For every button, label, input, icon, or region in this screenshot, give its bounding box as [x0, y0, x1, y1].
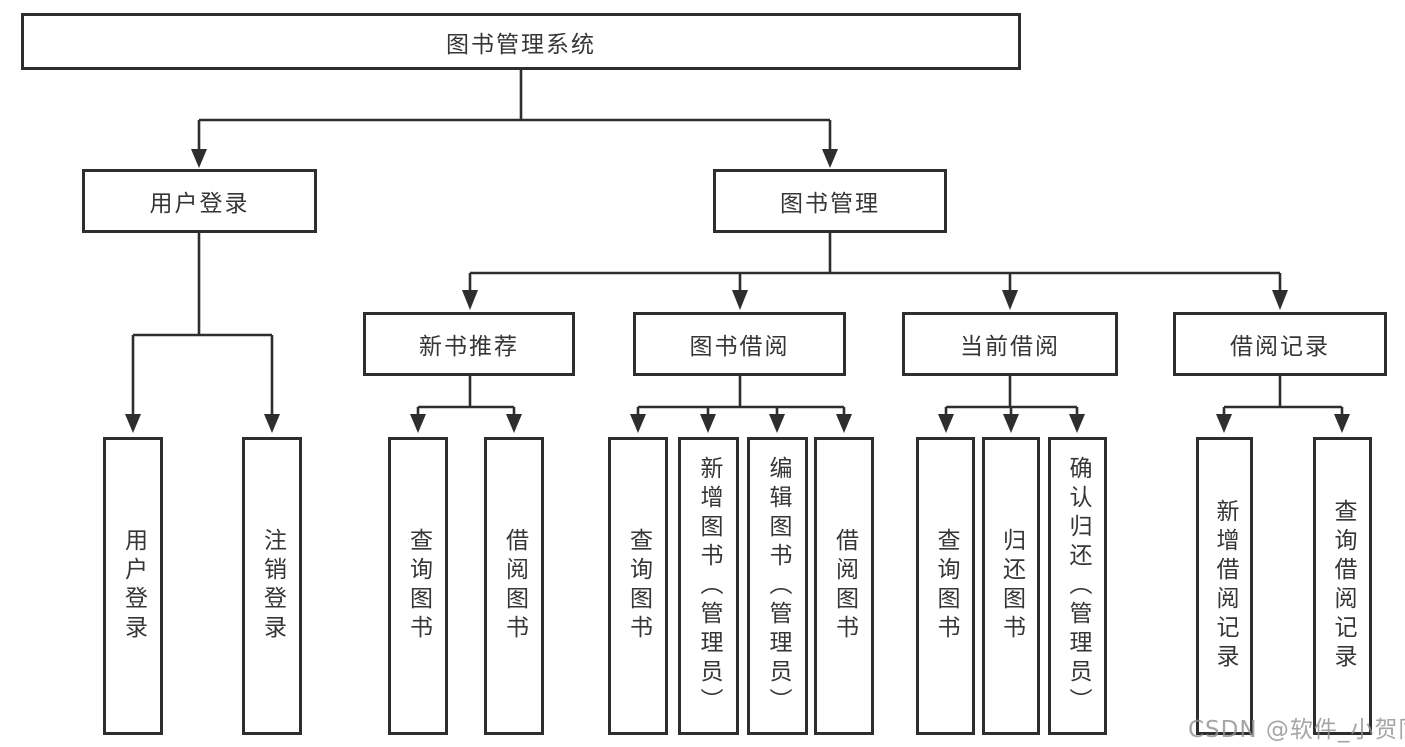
csdn-watermark: CSDN @软件_小贺同学 — [1188, 717, 1405, 743]
leaf-query-books-2-label: 查询图书 — [625, 528, 652, 644]
leaf-query-books-3-label: 查询图书 — [933, 528, 959, 644]
node-current-borrow: 当前借阅 — [902, 312, 1118, 376]
leaf-borrow-books-1-label: 借阅图书 — [501, 528, 528, 644]
leaf-query-books-1-label: 查询图书 — [405, 528, 432, 644]
node-system-label: 图书管理系统 — [446, 31, 596, 58]
leaf-return-books: 归还图书 — [982, 437, 1040, 735]
leaf-query-borrow-record: 查询借阅记录 — [1313, 437, 1372, 735]
leaf-user-login-label: 用户登录 — [120, 528, 147, 644]
leaf-add-book-admin: 新增图书（管理员） — [678, 437, 739, 735]
arrowhead-icons — [125, 149, 1350, 433]
leaf-borrow-books-2-label: 借阅图书 — [831, 528, 858, 644]
leaf-add-borrow-record-label: 新增借阅记录 — [1212, 499, 1238, 673]
leaf-add-borrow-record: 新增借阅记录 — [1196, 437, 1253, 735]
node-book-borrow-label: 图书借阅 — [689, 334, 790, 360]
node-system: 图书管理系统 — [21, 13, 1021, 70]
leaf-logout-label: 注销登录 — [259, 528, 286, 644]
node-book-management-label: 图书管理 — [780, 191, 880, 217]
leaf-confirm-return-admin: 确认归还（管理员） — [1048, 437, 1107, 735]
leaf-user-login: 用户登录 — [103, 437, 163, 735]
leaf-borrow-books-2: 借阅图书 — [814, 437, 874, 735]
node-new-book-recommend: 新书推荐 — [363, 312, 575, 376]
leaf-add-book-admin-label: 新增图书（管理员） — [696, 455, 722, 717]
leaf-query-books-2: 查询图书 — [608, 437, 668, 735]
node-book-management: 图书管理 — [713, 169, 947, 233]
node-book-borrow: 图书借阅 — [633, 312, 846, 376]
node-borrow-records-label: 借阅记录 — [1230, 334, 1330, 360]
leaf-edit-book-admin-label: 编辑图书（管理员） — [765, 455, 791, 717]
node-current-borrow-label: 当前借阅 — [960, 334, 1060, 360]
leaf-query-books-3: 查询图书 — [916, 437, 975, 735]
node-user-login: 用户登录 — [82, 169, 317, 233]
leaf-query-borrow-record-label: 查询借阅记录 — [1330, 499, 1356, 673]
leaf-query-books-1: 查询图书 — [388, 437, 448, 735]
leaf-confirm-return-admin-label: 确认归还（管理员） — [1065, 455, 1091, 717]
leaf-borrow-books-1: 借阅图书 — [484, 437, 544, 735]
node-new-book-recommend-label: 新书推荐 — [419, 334, 519, 360]
leaf-return-books-label: 归还图书 — [998, 528, 1025, 644]
leaf-edit-book-admin: 编辑图书（管理员） — [747, 437, 808, 735]
node-borrow-records: 借阅记录 — [1173, 312, 1387, 376]
leaf-logout: 注销登录 — [242, 437, 302, 735]
node-user-login-label: 用户登录 — [149, 191, 250, 217]
